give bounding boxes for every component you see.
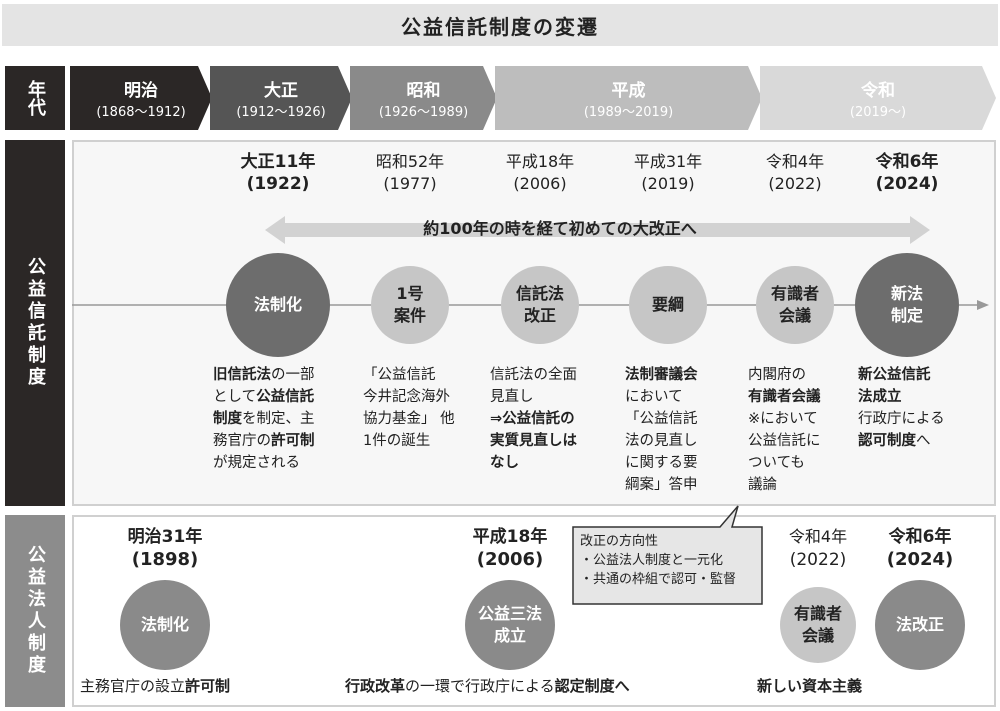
text: を制定、主 務官庁の <box>213 411 315 449</box>
event-description: 行政改革の一環で行政庁による認定制度へ <box>345 675 630 697</box>
event-year-ad: (2022) <box>789 550 847 570</box>
bold-text: 新しい資本主義 <box>757 677 863 695</box>
text: ※において 公益信託に ついても 議論 <box>748 411 821 493</box>
diagram-title: 公益信託制度の変遷 <box>2 4 998 46</box>
event-year: 平成18年 <box>472 527 548 547</box>
event-circle: 法制化 <box>120 580 210 670</box>
era-name: 昭和 <box>406 81 441 101</box>
bold-text: ⇒公益信託の 実質見直しは なし <box>490 411 577 471</box>
event-description: 法制審議会 において 「公益信託 法の見直し に関する要 綱案」答申 <box>625 364 740 496</box>
event-year: 平成18年 <box>505 152 575 171</box>
text: の一部 として <box>213 367 315 405</box>
event-description: 信託法の全面 見直し ⇒公益信託の 実質見直しは なし <box>490 364 605 474</box>
text: の一環で行政庁による <box>405 677 555 695</box>
event-circle: 信託法 改正 <box>501 266 579 344</box>
text: 内閣府の <box>748 367 806 383</box>
event-year-ad: (2024) <box>875 174 939 194</box>
event-year-ad: (2022) <box>768 174 822 193</box>
event-year: 平成31年 <box>633 152 703 171</box>
event-year: 令和4年 <box>788 527 848 546</box>
era-name: 令和 <box>861 81 895 101</box>
event-year-ad: (2006) <box>513 174 567 193</box>
era-heisei: 平成 (1989〜2019) <box>495 66 762 130</box>
era-period: (1912〜1926) <box>236 105 326 120</box>
corp-section-label: 公益法人制度 <box>5 515 65 707</box>
bold-text: 許可制 <box>271 433 315 449</box>
text: において 「公益信託 法の見直し に関する要 綱案」答申 <box>625 389 698 493</box>
bold-text: 行政改革 <box>345 677 406 695</box>
text: が規定される <box>213 455 300 471</box>
callout-heading: 改正の方向性 <box>580 534 659 549</box>
era-label: 年代 <box>5 66 65 130</box>
bold-text: 認可制度 <box>858 433 916 449</box>
era-period: (1926〜1989) <box>378 105 469 120</box>
bold-text: 有識者会議 <box>748 389 821 405</box>
event-description: 新公益信託 法成立 行政庁による 認可制度へ <box>858 364 973 452</box>
era-meiji: 明治 (1868〜1912) <box>70 66 212 130</box>
event-year: 令和6年 <box>888 527 952 547</box>
event-year: 明治31年 <box>127 527 203 547</box>
event-description: 内閣府の 有識者会議 ※において 公益信託に ついても 議論 <box>748 364 863 496</box>
bold-text: 許可制 <box>185 677 231 695</box>
era-showa: 昭和 (1926〜1989) <box>350 66 497 130</box>
event-year-ad: (2024) <box>886 549 954 570</box>
bold-text: 法制審議会 <box>625 367 698 383</box>
event-circle: 法改正 <box>875 580 965 670</box>
event-circle: 有識者 会議 <box>756 266 834 344</box>
era-name: 明治 <box>124 81 158 101</box>
event-year: 昭和52年 <box>375 152 445 171</box>
event-circle: 法制化 <box>226 253 330 357</box>
event-circle: 有識者 会議 <box>780 587 856 663</box>
callout-item: ・共通の枠組で認可・監督 <box>580 572 737 587</box>
era-name: 平成 <box>611 81 646 101</box>
century-banner: 約100年の時を経て初めての大改正へ <box>423 219 697 238</box>
event-year-ad: (2019) <box>641 174 695 193</box>
event-year-ad: (1922) <box>246 174 310 194</box>
text: へ <box>916 433 931 449</box>
callout-item: ・公益法人制度と一元化 <box>580 553 724 568</box>
event-description: 主務官庁の設立許可制 <box>80 675 230 697</box>
bold-text: 旧信託法 <box>213 367 271 383</box>
event-year: 令和4年 <box>765 152 825 171</box>
bold-text: 公益信託 制度 <box>213 389 315 427</box>
event-year-ad: (1898) <box>131 549 199 570</box>
era-period: (2019〜) <box>849 105 907 120</box>
century-double-arrow <box>265 216 930 244</box>
trust-section-label: 公益信託制度 <box>5 140 65 506</box>
event-year: 大正11年 <box>240 152 316 172</box>
era-name: 大正 <box>264 81 298 101</box>
era-reiwa: 令和 (2019〜) <box>760 66 996 130</box>
era-label-text: 年代 <box>25 80 46 116</box>
era-period: (1989〜2019) <box>583 105 674 120</box>
event-year-ad: (1977) <box>383 174 437 193</box>
callout-text: 改正の方向性 ・公益法人制度と一元化 ・共通の枠組で認可・監督 <box>580 532 736 589</box>
event-circle: 新法 制定 <box>855 253 959 357</box>
callout-bubble <box>572 505 763 605</box>
event-year-ad: (2006) <box>476 549 544 570</box>
bold-text: 認定制度へ <box>554 677 630 695</box>
event-description: 新しい資本主義 <box>757 675 862 697</box>
text: 「公益信託 今井記念海外 協力基金」 他 1件の誕生 <box>363 367 455 449</box>
era-taisho: 大正 (1912〜1926) <box>210 66 352 130</box>
event-year: 令和6年 <box>875 152 939 172</box>
timeline-arrowhead <box>977 300 989 310</box>
era-period: (1868〜1912) <box>96 105 186 120</box>
event-description: 「公益信託 今井記念海外 協力基金」 他 1件の誕生 <box>363 364 478 452</box>
text: 主務官庁の設立 <box>80 677 186 695</box>
text: 行政庁による <box>858 411 945 427</box>
event-circle: 要綱 <box>629 266 707 344</box>
bold-text: 新公益信託 法成立 <box>858 367 931 405</box>
event-description: 旧信託法の一部 として公益信託 制度を制定、主 務官庁の許可制 が規定される <box>213 364 348 474</box>
event-circle: 公益三法 成立 <box>465 580 555 670</box>
event-circle: 1号 案件 <box>371 266 449 344</box>
text: 信託法の全面 見直し <box>490 367 577 405</box>
